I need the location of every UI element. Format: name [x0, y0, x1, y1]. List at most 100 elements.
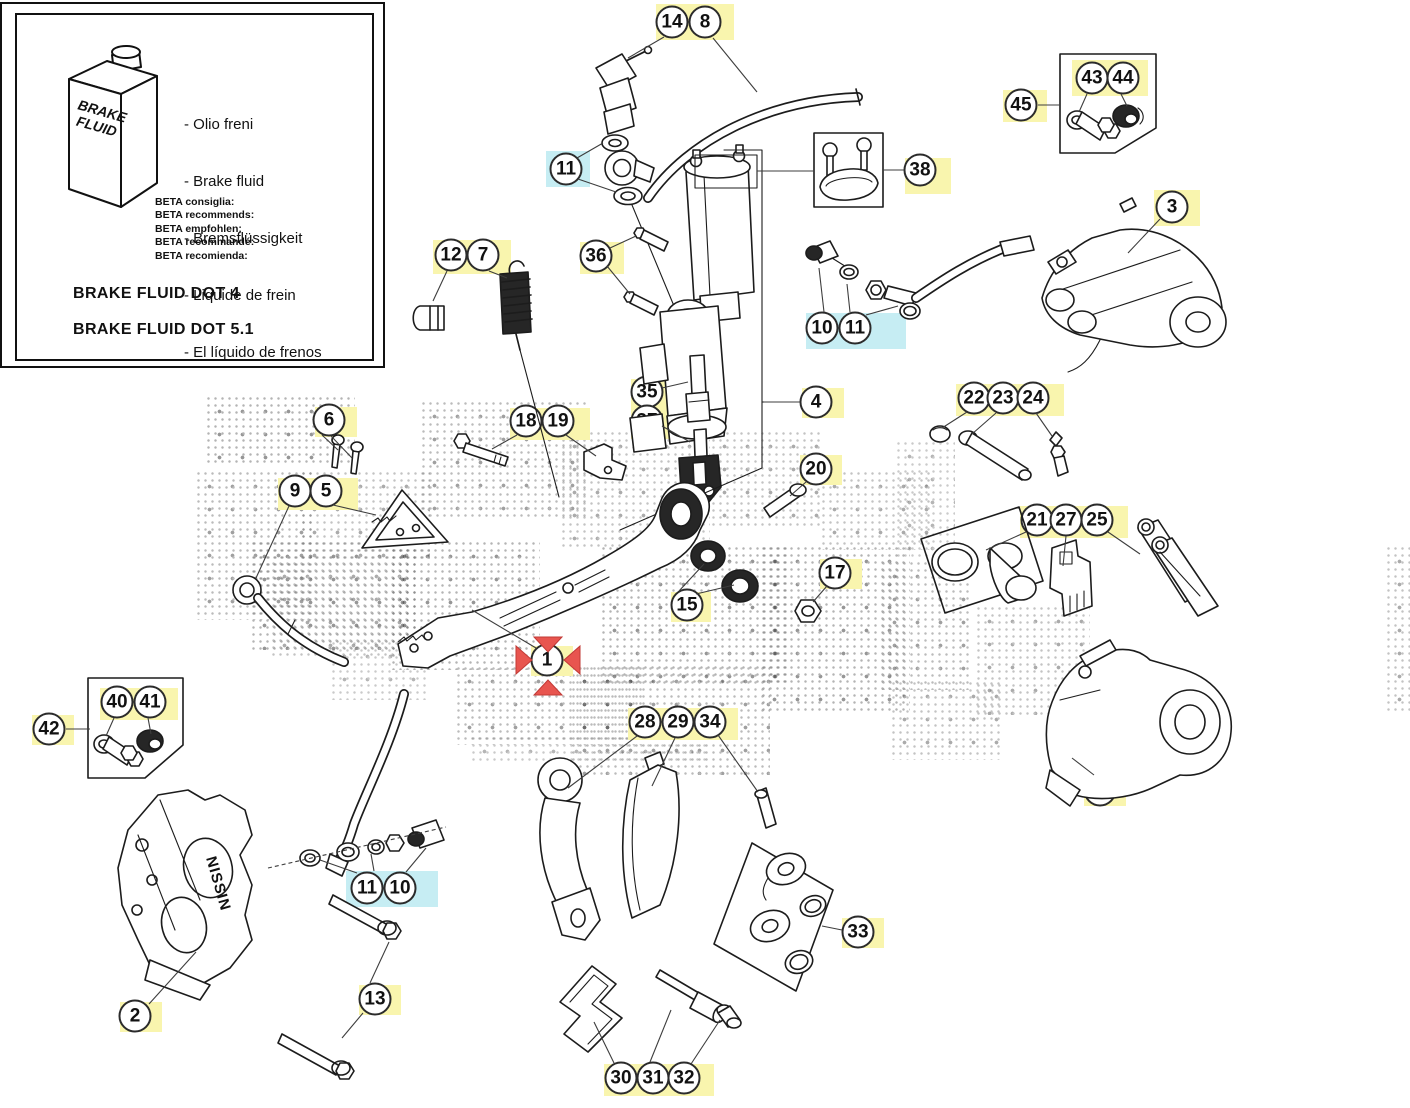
leader-line: [1107, 531, 1141, 555]
beta-recommendation-list: BETA consiglia: BETA recommends: BETA em…: [155, 196, 254, 263]
leader-line: [105, 717, 115, 737]
clip-12: [412, 305, 445, 331]
brake-pad-29: [621, 751, 680, 919]
fluid-name: - Brake fluid: [184, 173, 265, 190]
leader-line: [321, 434, 339, 451]
callout-7[interactable]: 7: [466, 238, 500, 272]
leader-line: [1127, 218, 1161, 254]
callout-44[interactable]: 44: [1106, 61, 1140, 95]
leader-line: [567, 735, 638, 789]
callout-11[interactable]: 11: [350, 871, 384, 905]
selection-arrow-left: [515, 644, 533, 676]
spec-dot4: BRAKE FLUID DOT 4: [73, 285, 240, 302]
callout-19[interactable]: 19: [541, 404, 575, 438]
pad-spring-27: [1049, 539, 1093, 617]
selection-arrow-right: [563, 644, 581, 676]
leader-line: [971, 412, 997, 435]
fluid-name: - Liquide de frein: [184, 287, 296, 304]
callout-30[interactable]: 30: [604, 1061, 638, 1095]
callout-2[interactable]: 2: [118, 999, 152, 1033]
leader-line: [1062, 535, 1067, 567]
callout-17[interactable]: 17: [818, 556, 852, 590]
return-spring-7: [499, 260, 560, 498]
leader-line: [789, 481, 807, 497]
fluid-name-list: - Olio freni - Brake fluid - Bremsflüssi…: [184, 77, 322, 400]
brake-fluid-bottle: BRAKE FLUID: [68, 45, 158, 208]
leader-line: [661, 425, 691, 443]
leader-line: [471, 609, 537, 649]
fluid-name: - Olio freni: [184, 116, 254, 133]
beta-line: BETA empfohlen:: [155, 222, 242, 235]
legend-box-outer: BRAKE FLUID - Olio freni - Brake fluid -…: [0, 2, 385, 368]
callout-13[interactable]: 13: [358, 982, 392, 1016]
leader-line: [609, 235, 637, 249]
leader-line: [690, 1019, 721, 1065]
leader-line: [717, 734, 759, 793]
callout-15[interactable]: 15: [670, 588, 704, 622]
leader-line: [695, 584, 735, 595]
callout-40[interactable]: 40: [100, 685, 134, 719]
leader-line: [341, 1012, 364, 1039]
carrier-arm-28: [537, 757, 601, 941]
callout-42[interactable]: 42: [32, 712, 66, 746]
callout-33[interactable]: 33: [841, 915, 875, 949]
callout-41[interactable]: 41: [133, 685, 167, 719]
callout-27[interactable]: 27: [1049, 503, 1083, 537]
leader-line: [488, 270, 508, 279]
leader-line: [821, 925, 843, 931]
bracket-19: [583, 443, 627, 481]
leader-line: [985, 531, 1027, 551]
leader-line: [319, 859, 358, 874]
callout-5[interactable]: 5: [309, 474, 343, 508]
callout-4[interactable]: 4: [799, 385, 833, 419]
callout-10[interactable]: 10: [805, 311, 839, 345]
callout-32[interactable]: 32: [667, 1061, 701, 1095]
washer-ring-11-right: [839, 264, 921, 320]
bleeder-24: [1049, 431, 1069, 477]
leader-line: [1078, 93, 1088, 113]
leader-line: [678, 563, 705, 592]
spec-dot51: BRAKE FLUID DOT 5.1: [73, 321, 254, 338]
cap-22: [929, 425, 951, 443]
leader-line: [651, 737, 676, 787]
callout-43[interactable]: 43: [1075, 61, 1109, 95]
callout-28[interactable]: 28: [628, 705, 662, 739]
pushrod-35: [685, 354, 711, 423]
leader-line: [255, 505, 290, 579]
callout-10[interactable]: 10: [383, 871, 417, 905]
mount-bolts-13: [277, 894, 402, 1080]
callout-36[interactable]: 36: [579, 239, 613, 273]
selection-arrow-down: [532, 679, 564, 696]
bushing-32: [716, 1004, 742, 1029]
leader-line: [593, 1021, 615, 1064]
callout-45[interactable]: 45: [1004, 88, 1038, 122]
callout-38[interactable]: 38: [903, 153, 937, 187]
leader-line: [576, 142, 604, 159]
nut-17: [794, 599, 822, 623]
callout-34[interactable]: 34: [693, 705, 727, 739]
leader-line: [846, 283, 851, 313]
brake-pedal: [397, 482, 710, 669]
legend-box: BRAKE FLUID - Olio freni - Brake fluid -…: [15, 13, 374, 361]
leader-line: [1071, 757, 1095, 776]
callout-6[interactable]: 6: [312, 403, 346, 437]
hose-9: [232, 575, 349, 667]
piston-kit-33: [713, 842, 834, 992]
leader-line: [1035, 412, 1053, 437]
banjo-bolts-36: [623, 227, 669, 316]
callout-22[interactable]: 22: [957, 381, 991, 415]
front-caliper-2: NISSIN: [117, 789, 253, 1001]
callout-12[interactable]: 12: [434, 238, 468, 272]
callout-8[interactable]: 8: [688, 5, 722, 39]
callout-21[interactable]: 21: [1020, 503, 1054, 537]
callout-3[interactable]: 3: [1155, 190, 1189, 224]
callout-20[interactable]: 20: [799, 452, 833, 486]
leader-line: [432, 270, 448, 302]
pin-23: [958, 430, 1032, 481]
callout-11[interactable]: 11: [838, 311, 872, 345]
caliper-bracket-26: [1045, 639, 1232, 807]
callout-24[interactable]: 24: [1016, 381, 1050, 415]
callout-14[interactable]: 14: [655, 5, 689, 39]
callout-25[interactable]: 25: [1080, 503, 1114, 537]
leader-line: [818, 267, 825, 313]
